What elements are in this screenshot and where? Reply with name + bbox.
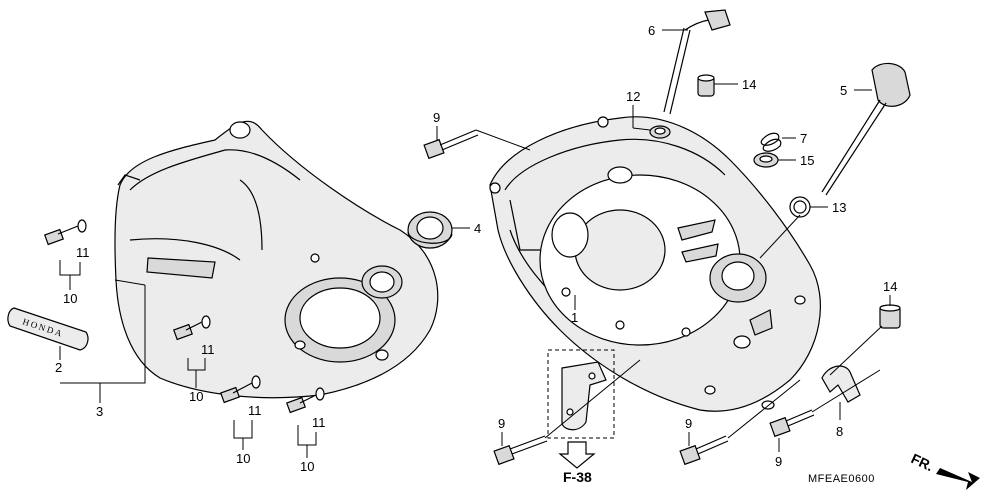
callout-1: 1: [571, 310, 578, 325]
o-ring-13: [789, 196, 811, 218]
leader-lines: [59, 29, 891, 458]
outer-cover: [114, 120, 439, 399]
callout-11a: 11: [76, 245, 90, 260]
callout-14-upper: 14: [742, 77, 756, 92]
callout-12: 12: [626, 89, 640, 104]
callout-14-lower: 14: [883, 279, 897, 294]
collar-upper: [697, 74, 715, 97]
callout-2: 2: [55, 360, 62, 375]
callout-10a: 10: [63, 291, 77, 306]
callout-15: 15: [800, 153, 814, 168]
screw-group-left: [44, 219, 325, 414]
callout-5: 5: [840, 83, 847, 98]
screw-10b: [173, 315, 211, 341]
callout-9-bottom-right: 9: [775, 454, 782, 469]
honda-emblem: HONDA: [7, 307, 89, 351]
callout-10b: 10: [189, 389, 203, 404]
clamp-8: [821, 365, 861, 403]
callout-6: 6: [648, 23, 655, 38]
screw-10d: [286, 387, 325, 414]
oil-level-gauge: [821, 62, 911, 196]
screw-10a: [44, 219, 87, 246]
bracket-reference-box: [547, 349, 615, 469]
front-label: FR.: [909, 450, 936, 474]
callout-11b: 11: [201, 342, 215, 357]
washer-12: [649, 125, 671, 139]
screw-10c: [220, 375, 261, 404]
front-arrow-icon: [936, 468, 980, 490]
crankcase-cover: [489, 116, 821, 412]
callout-13: 13: [832, 200, 846, 215]
callout-3: 3: [96, 404, 103, 419]
breather-tube: [663, 9, 731, 115]
bolt-9-top: [423, 129, 479, 160]
callout-10c: 10: [236, 451, 250, 466]
callout-9-top: 9: [433, 110, 440, 125]
callout-10d: 10: [300, 459, 314, 474]
bolt-9-bottom-mid: [679, 435, 729, 466]
callout-4: 4: [474, 221, 481, 236]
o-ring-15: [753, 152, 779, 168]
bolt-9-bottom-right: [769, 409, 815, 438]
oil-seal: [407, 211, 453, 249]
spring-7: [760, 132, 782, 152]
callout-8: 8: [836, 424, 843, 439]
callout-11c: 11: [248, 403, 262, 418]
callout-11d: 11: [312, 415, 326, 430]
front-direction-marker: FR.: [909, 450, 980, 490]
callout-9-bottom-left: 9: [498, 416, 505, 431]
collar-lower: [879, 304, 901, 329]
reference-label: F-38: [563, 469, 592, 485]
callout-9-bottom-mid: 9: [685, 416, 692, 431]
callout-7: 7: [800, 131, 807, 146]
callouts: 1 2 3 4 5 6 7 8 9 9 9 9 10 10 10 10 11 1…: [55, 23, 897, 474]
bolt-9-bottom-left: [493, 435, 548, 466]
drawing-code: MFEAE0600: [808, 473, 875, 485]
